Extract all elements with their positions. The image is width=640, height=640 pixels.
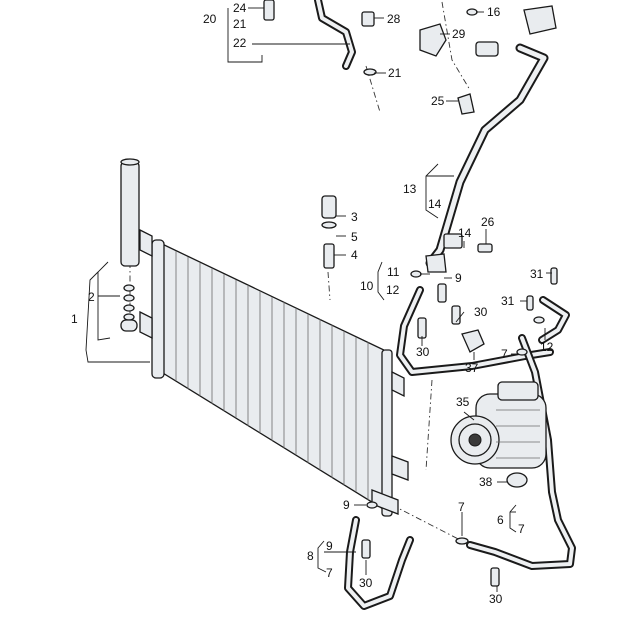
leader-lines bbox=[85, 7, 552, 592]
callout-11: 11 bbox=[387, 265, 400, 279]
o-ring-7b bbox=[455, 537, 469, 545]
callout-12-right: 12 bbox=[540, 340, 554, 354]
valve-24 bbox=[263, 0, 275, 21]
callout-30-bottom-left: 30 bbox=[359, 576, 373, 590]
callout-31: 31 bbox=[530, 267, 544, 281]
bracket-37 bbox=[461, 329, 485, 353]
callout-6: 6 bbox=[497, 513, 504, 527]
callout-8: 8 bbox=[307, 549, 314, 563]
connector-top bbox=[475, 41, 499, 57]
callout-26: 26 bbox=[481, 215, 495, 229]
callout-30-right: 30 bbox=[474, 305, 488, 319]
callout-9-left: 9 bbox=[326, 539, 333, 553]
o-ring-5 bbox=[321, 221, 337, 229]
bolt-30d bbox=[490, 567, 500, 587]
callout-29: 29 bbox=[452, 27, 466, 41]
bolt-30c bbox=[361, 539, 371, 559]
callout-10: 10 bbox=[360, 279, 374, 293]
compressor bbox=[450, 381, 547, 488]
callout-30-bottom-right: 30 bbox=[489, 592, 503, 606]
callout-14: 14 bbox=[428, 197, 442, 211]
callout-9-lower: 9 bbox=[343, 498, 350, 512]
callout-12: 12 bbox=[386, 283, 400, 297]
callout-labels: 20 24 21 22 28 16 29 21 25 13 14 3 5 4 2… bbox=[71, 1, 554, 606]
callout-28: 28 bbox=[387, 12, 401, 26]
callout-21-lower: 21 bbox=[388, 66, 402, 80]
valve-insert-4 bbox=[323, 243, 335, 269]
bracket-29 bbox=[419, 23, 447, 57]
callout-9: 9 bbox=[455, 271, 462, 285]
o-ring-12 bbox=[533, 316, 545, 324]
mount-38 bbox=[506, 472, 528, 488]
callout-5: 5 bbox=[351, 230, 358, 244]
callout-14-lower: 14 bbox=[458, 226, 472, 240]
callout-35: 35 bbox=[456, 395, 470, 409]
callout-31-lower: 31 bbox=[501, 294, 515, 308]
nut-28 bbox=[361, 11, 375, 27]
callout-1: 1 bbox=[71, 312, 78, 326]
callout-7-left: 7 bbox=[326, 566, 333, 580]
o-ring-16 bbox=[466, 8, 478, 16]
callout-13: 13 bbox=[403, 182, 417, 196]
seal-plate bbox=[523, 5, 557, 35]
callout-16: 16 bbox=[487, 5, 501, 19]
clip-25 bbox=[457, 93, 475, 115]
o-ring-7a bbox=[516, 348, 528, 356]
bolt-31b bbox=[526, 295, 534, 311]
callout-25: 25 bbox=[431, 94, 445, 108]
callout-20: 20 bbox=[203, 12, 217, 26]
o-ring-11 bbox=[410, 270, 422, 278]
condenser bbox=[139, 228, 409, 517]
o-ring-21 bbox=[363, 68, 377, 76]
callout-38: 38 bbox=[479, 475, 493, 489]
bolt-30a bbox=[417, 317, 427, 339]
receiver-drier-cartridge bbox=[120, 158, 140, 332]
callout-21: 21 bbox=[233, 17, 247, 31]
block-flange bbox=[425, 253, 447, 273]
callout-3: 3 bbox=[351, 210, 358, 224]
callout-7-right: 7 bbox=[518, 522, 525, 536]
callout-4: 4 bbox=[351, 248, 358, 262]
pressure-switch bbox=[321, 195, 337, 219]
callout-37: 37 bbox=[465, 361, 479, 375]
fitting-upper bbox=[437, 283, 447, 303]
bolt-31a bbox=[550, 267, 558, 285]
refrigerant-lines bbox=[314, 0, 576, 610]
callout-30: 30 bbox=[416, 345, 430, 359]
callout-24: 24 bbox=[233, 1, 247, 15]
callout-22: 22 bbox=[233, 36, 247, 50]
bracket-14 bbox=[443, 233, 463, 249]
bolt-26 bbox=[477, 243, 493, 253]
callout-7-lower: 7 bbox=[458, 500, 465, 514]
o-ring-9b bbox=[366, 501, 378, 509]
fittings bbox=[263, 0, 558, 587]
callout-2: 2 bbox=[88, 290, 95, 304]
callout-7: 7 bbox=[501, 347, 508, 361]
